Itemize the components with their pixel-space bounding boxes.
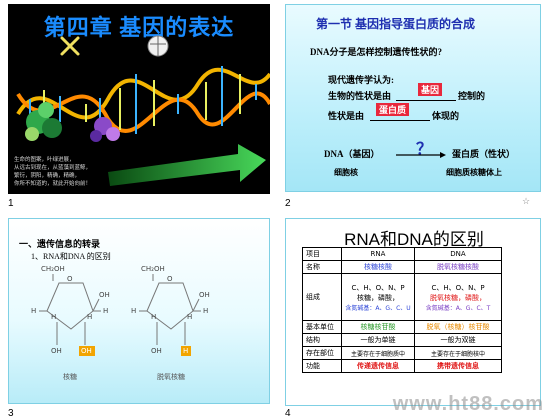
slide-2-title: 第一节 基因指导蛋白质的合成 (316, 17, 476, 31)
slide-2-line1: 现代遗传学认为: (328, 75, 394, 85)
slide-3-thumbnail[interactable]: 一、遗传信息的转录 1、RNA和DNA 的区别 CH₂OH O H H H H … (8, 218, 270, 404)
svg-text:H: H (31, 307, 36, 315)
svg-text:H: H (87, 313, 92, 321)
slide-2-question: DNA分子是怎样控制遗传性状的? (310, 47, 442, 57)
ribosome-label: 细胞质核糖体上 (446, 168, 502, 177)
rna-dna-comparison-table: 项目 RNA DNA 名称 核糖核酸 脱氧核糖核酸 组成 C、H、O、N、P 核… (302, 247, 502, 373)
ribose-highlight-oh: OH (81, 347, 92, 355)
svg-text:O: O (167, 275, 173, 283)
slide-1-caption: 生命的图案，叶绿进展， 从远古到现在，从蓝藻到蓝鲸， 繁衍，阴阳，精确，精确， … (14, 157, 92, 187)
table-header-row: 项目 RNA DNA (302, 247, 502, 261)
protein-trait-label: 蛋白质（性状） (452, 149, 516, 159)
globe-icon (147, 35, 169, 57)
slide-2-thumbnail[interactable]: 第一节 基因指导蛋白质的合成 DNA分子是怎样控制遗传性状的? 现代遗传学认为:… (285, 4, 541, 192)
slide-1-number: 1 (8, 198, 14, 209)
protein-purple-icon (90, 117, 120, 142)
green-arrow-icon (108, 144, 266, 186)
protein-molecule-icon (25, 102, 62, 141)
svg-text:OH: OH (151, 347, 162, 355)
ribose-label: 核糖 (63, 372, 77, 381)
slide-3-number: 3 (8, 408, 14, 419)
slide-3-subheading: 1、RNA和DNA 的区别 (31, 252, 111, 261)
nucleus-label: 细胞核 (334, 168, 358, 177)
slide-2-line3b: 体现的 (432, 111, 460, 121)
svg-text:CH₂OH: CH₂OH (141, 265, 165, 273)
arrow-right-icon (396, 152, 446, 158)
blank-protein: 蛋白质 (376, 103, 410, 116)
slide-1-thumbnail[interactable]: 第四章 基因的表达 (8, 4, 270, 194)
deoxyribose-structure: CH₂OH O H H H H OH OH H 脱氧核糖 (131, 265, 210, 381)
svg-text:O: O (67, 275, 73, 283)
table-row: 组成 C、H、O、N、P 核糖，磷酸， 含氮碱基：A、G、C、U C、H、O、N… (302, 273, 502, 321)
slide-1-title: 第四章 基因的表达 (43, 15, 235, 40)
svg-text:OH: OH (51, 347, 62, 355)
svg-text:H: H (151, 313, 156, 321)
question-mark-icon: ？ (416, 141, 433, 158)
svg-text:H: H (131, 307, 136, 315)
slide-4-title: RNA和DNA的区别 (344, 230, 484, 249)
svg-text:H: H (51, 313, 56, 321)
table-row: 结构 一般为单链 一般为双链 (302, 333, 502, 347)
slide-4-thumbnail[interactable]: RNA和DNA的区别 项目 RNA DNA 名称 核糖核酸 脱氧核糖核酸 组成 … (285, 218, 541, 406)
svg-text:H: H (103, 307, 108, 315)
table-row: 存在部位 主要存在于细胞质中 主要存在于细胞核中 (302, 346, 502, 360)
slide-3-heading: 一、遗传信息的转录 (19, 239, 101, 249)
deoxyribose-label: 脱氧核糖 (157, 372, 185, 381)
svg-text:OH: OH (99, 291, 110, 299)
dna-gene-label: DNA（基因） (324, 149, 380, 159)
table-row: 基本单位 核糖核苷酸 脱氧（核糖）核苷酸 (302, 320, 502, 334)
ribose-structure: CH₂OH O H H H H OH OH OH 核糖 (31, 265, 110, 381)
chromosome-icon (60, 36, 80, 56)
site-watermark: www.ht88.com (392, 393, 544, 415)
svg-text:OH: OH (199, 291, 210, 299)
deoxyribose-highlight-h: H (183, 347, 188, 355)
svg-text:H: H (203, 307, 208, 315)
slide-2-line2b: 控制的 (458, 91, 486, 101)
sugar-structures-diagram: CH₂OH O H H H H OH OH OH 核糖 CH₂OH O (31, 265, 210, 381)
slide-2-line3a: 性状是由 (328, 111, 365, 121)
svg-text:H: H (187, 313, 192, 321)
svg-text:CH₂OH: CH₂OH (41, 265, 65, 273)
slide-4-number: 4 (285, 408, 291, 419)
star-icon: ☆ (522, 196, 531, 206)
slide-2-line2a: 生物的性状是由 (328, 91, 392, 101)
dna-helix-illustration (16, 35, 270, 186)
slide-2-number: 2 (285, 198, 291, 209)
table-row: 名称 核糖核酸 脱氧核糖核酸 (302, 260, 502, 274)
table-row: 功能 传递遗传信息 携带遗传信息 (302, 359, 502, 373)
blank-gene: 基因 (418, 83, 443, 96)
